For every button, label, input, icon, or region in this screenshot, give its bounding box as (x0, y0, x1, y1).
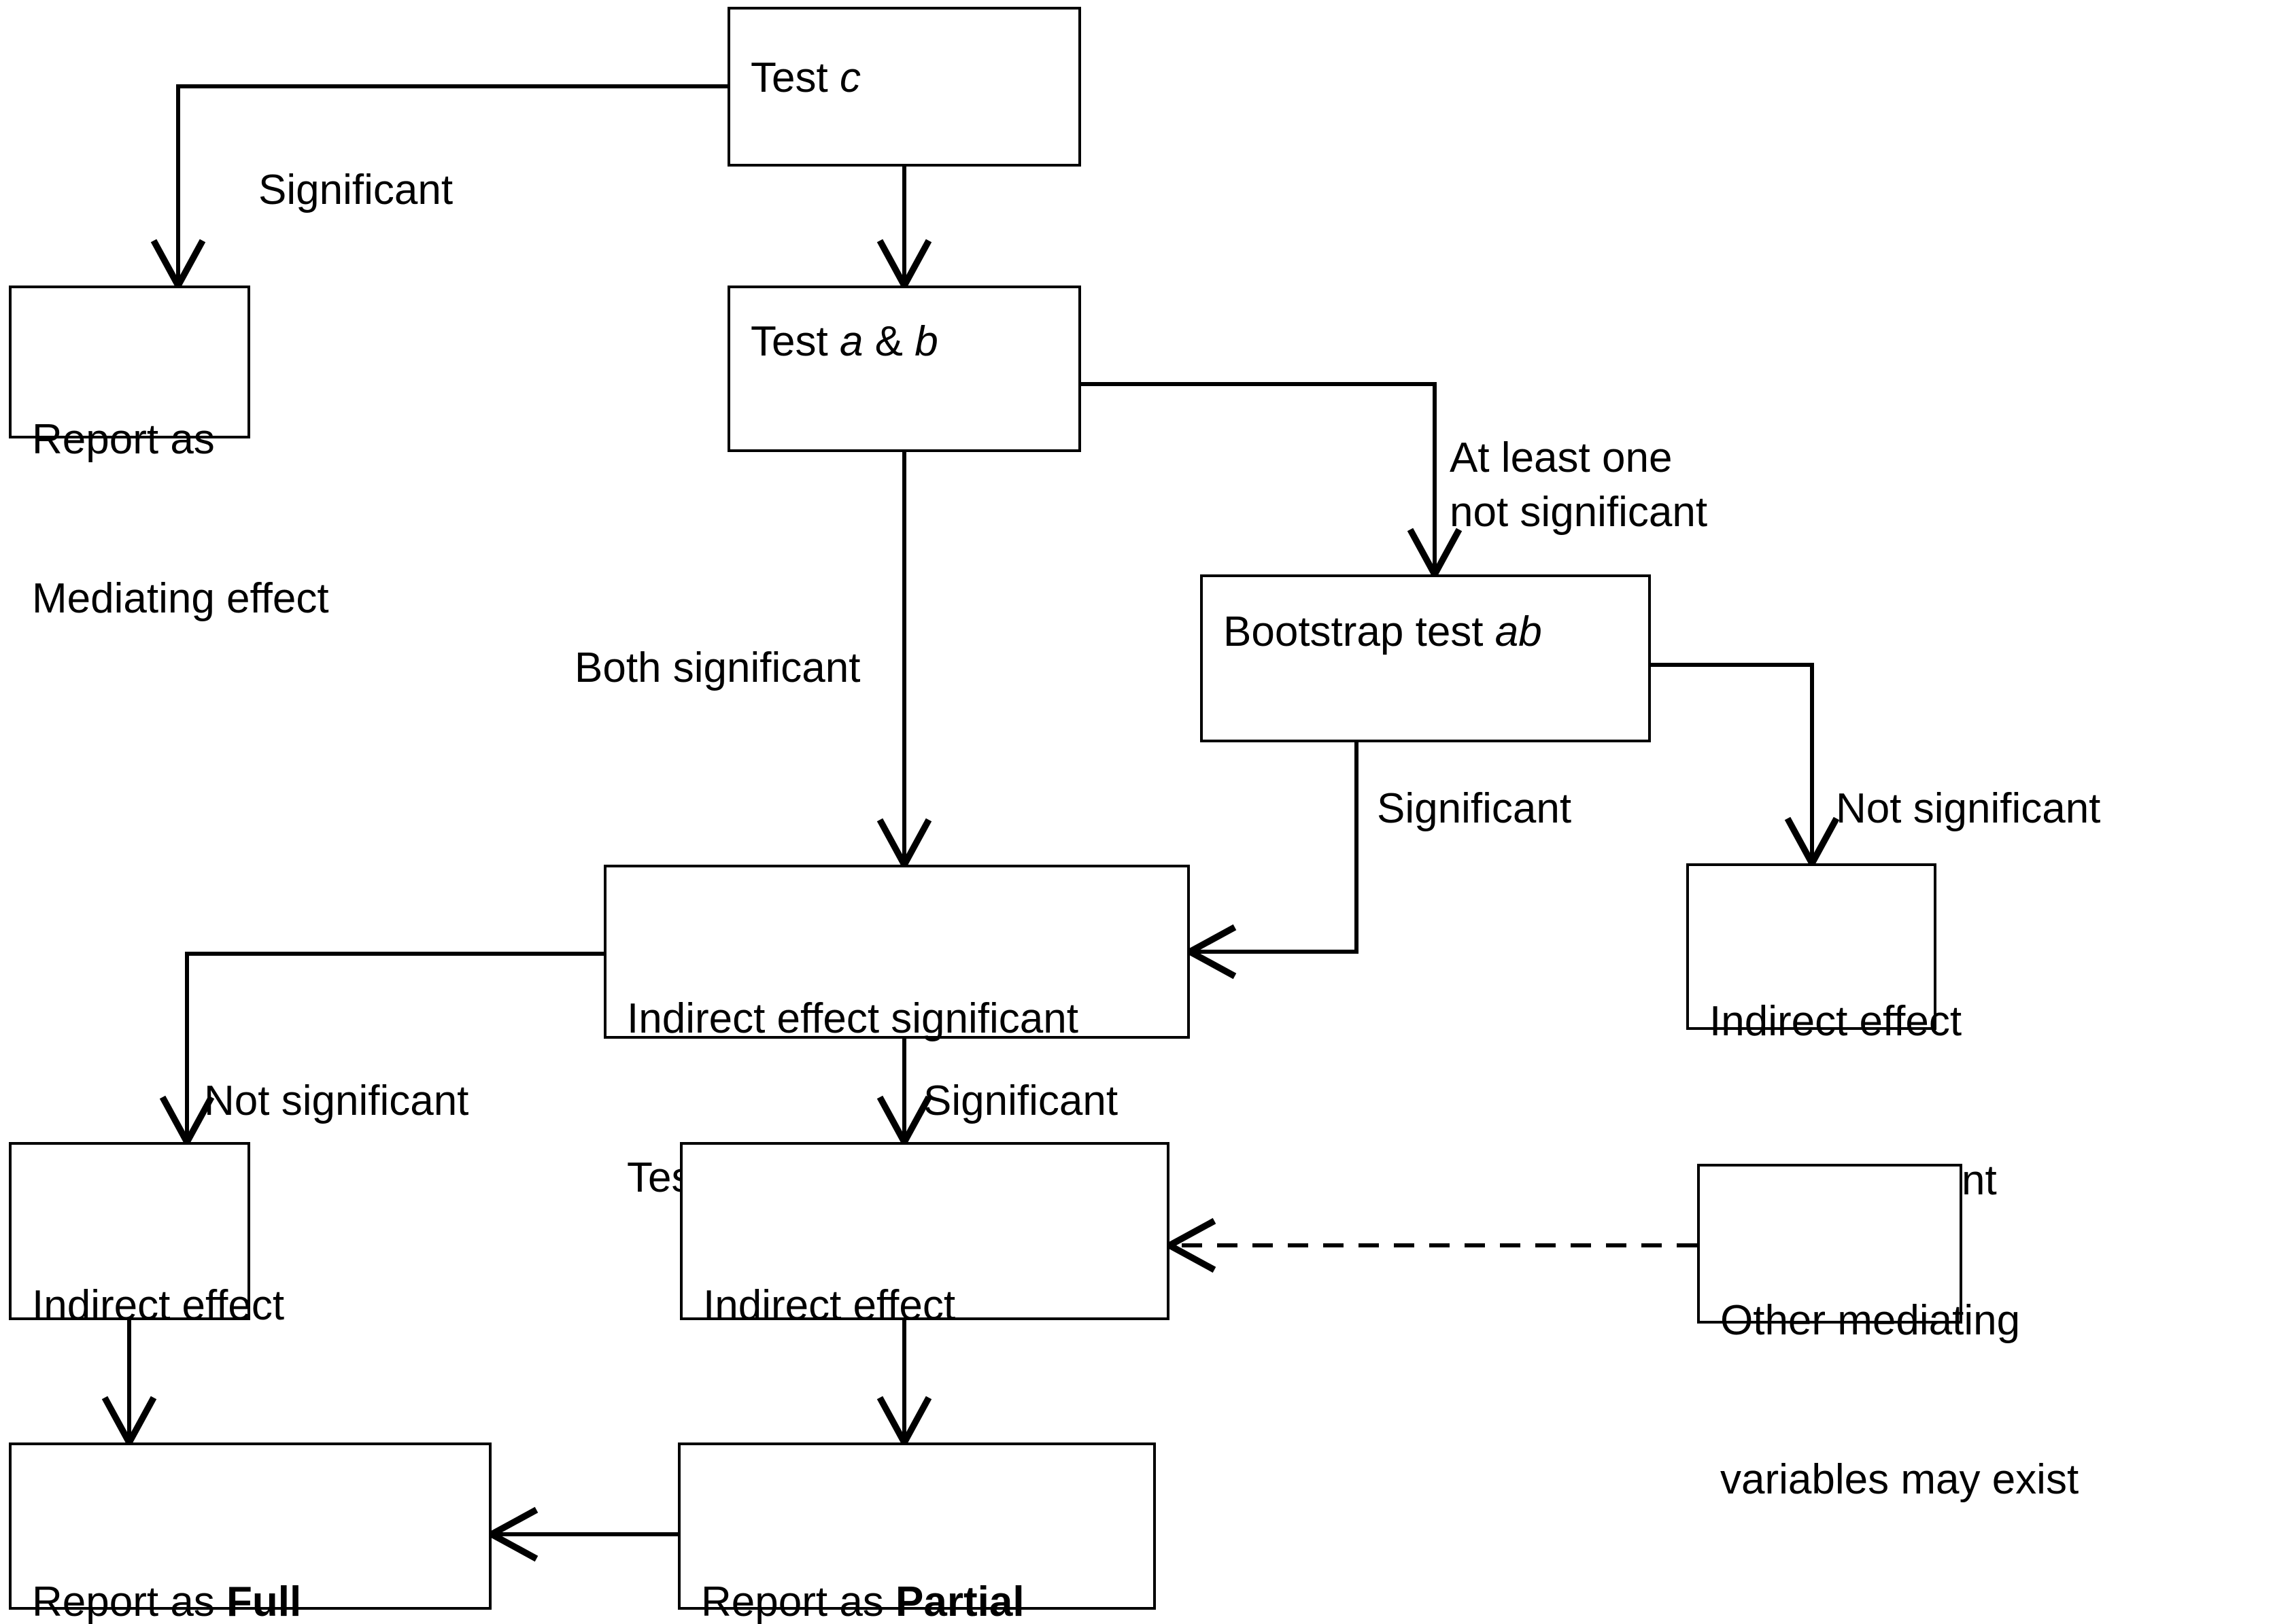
edge-testab-to-bootstrap (1081, 382, 1463, 582)
edge-label-at-least-one-line1: At least one (1450, 434, 1673, 481)
edge-label-bootstrap-significant: Significant (1377, 785, 1572, 832)
node-report-as-mediating-effect[interactable]: Report as Mediating effect (9, 286, 329, 622)
node-test-a-and-b[interactable]: Test a & b (728, 286, 1081, 452)
edge-label-cprime-not-significant: Not significant (204, 1077, 469, 1124)
edge-label-c-significant: Significant (258, 167, 454, 213)
node-indirect-sig-line1: Indirect effect significant (627, 995, 1078, 1042)
edge-label-bootstrap-not-significant: Not significant (1836, 785, 2101, 832)
node-indirect-effect-significant-bottom[interactable]: Indirect effect significant (680, 1142, 1169, 1488)
node-indirect-notsig-left-line1: Indirect effect (32, 1282, 285, 1329)
node-report-mediating-line2: Mediating effect (32, 575, 329, 622)
node-report-as-partial-mediating-effect[interactable]: Report as Partial Mediating effect (678, 1442, 1156, 1624)
edge-label-cprime-significant: Significant (923, 1077, 1118, 1124)
node-report-mediating-line1: Report as (32, 416, 215, 463)
node-indirect-effect-significant-test-cprime[interactable]: Indirect effect significant Test c′ (604, 865, 1190, 1201)
node-test-c-text: Test c (751, 54, 861, 101)
node-test-c[interactable]: Test c (728, 7, 1081, 167)
node-indirect-sig-bottom-line1: Indirect effect (703, 1282, 956, 1329)
edge-bootstrap-to-indirect-notsig-right (1651, 663, 1840, 871)
edge-label-at-least-one-line2: not significant (1450, 489, 1708, 536)
node-other-mediating-line2: variables may exist (1720, 1456, 2079, 1503)
node-report-partial-line1: Report as Partial (701, 1578, 1025, 1624)
edge-bootstrap-to-indirect-sig (1182, 742, 1358, 980)
node-report-full-line1: Report as Full (32, 1578, 302, 1624)
node-test-ab-text: Test a & b (751, 318, 938, 365)
node-other-mediating-line1: Other mediating (1720, 1297, 2021, 1344)
edge-label-both-significant: Both significant (575, 644, 861, 691)
node-bootstrap-text: Bootstrap test ab (1223, 608, 1542, 655)
node-report-as-full-mediating-effect[interactable]: Report as Full Mediating effect (9, 1442, 492, 1624)
node-indirect-notsig-right-line1: Indirect effect (1709, 998, 1962, 1045)
edge-indirect-sig-to-notsig-left (159, 952, 604, 1150)
node-indirect-effect-not-significant-left[interactable]: Indirect effect NOT significant (9, 1142, 320, 1488)
node-indirect-effect-not-significant-right[interactable]: Indirect effect NOT significant (1686, 863, 1997, 1204)
node-bootstrap-test-ab[interactable]: Bootstrap test ab (1200, 574, 1651, 742)
edge-testc-to-report-mediating (150, 84, 728, 293)
node-other-mediating-variables[interactable]: Other mediating variables may exist (1697, 1164, 2079, 1503)
